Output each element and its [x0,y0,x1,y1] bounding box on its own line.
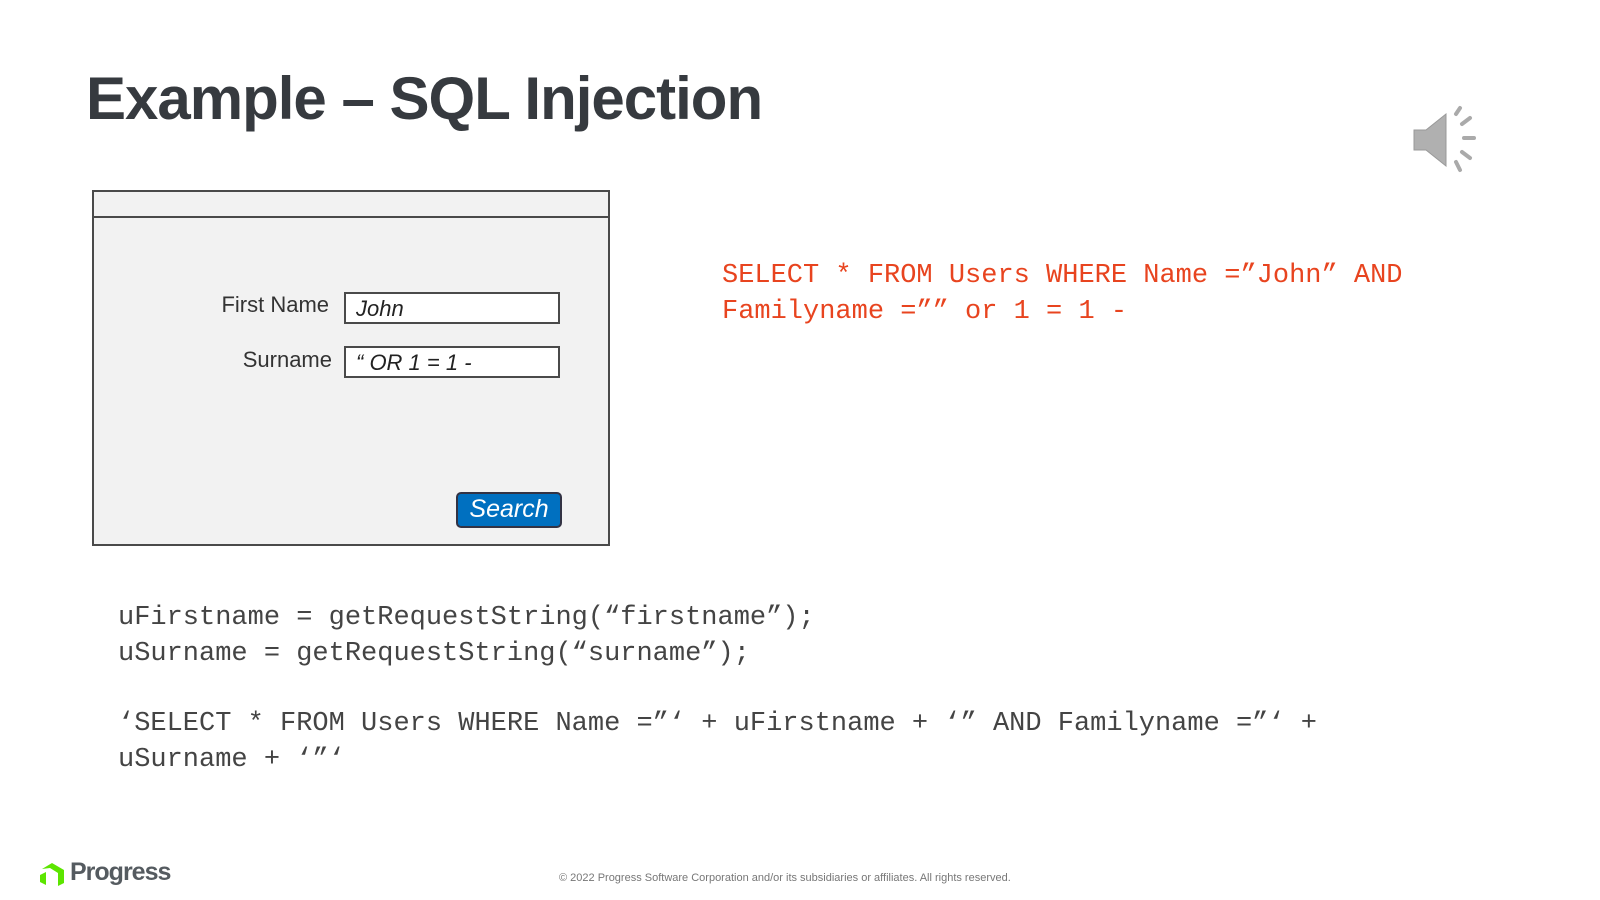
slide-title: Example – SQL Injection [86,65,763,132]
speaker-icon[interactable] [1410,100,1490,180]
resulting-sql-query: SELECT * FROM Users WHERE Name =”John” A… [722,258,1403,330]
first-name-label: First Name [221,292,329,317]
code-line: uSurname = getRequestString(“surname”); [118,639,750,669]
progress-logo: Progress [38,858,171,887]
logo-text: Progress [70,858,171,886]
progress-logo-icon [40,862,64,886]
sql-line: SELECT * FROM Users WHERE Name =”John” A… [722,261,1403,291]
form-title-bar [94,192,608,218]
code-line: uFirstname = getRequestString(“firstname… [118,603,815,633]
login-form-mockup: First Name John Surname “ OR 1 = 1 - Sea… [92,190,610,546]
copyright-text: © 2022 Progress Software Corporation and… [559,872,1011,884]
sql-line: Familyname =”” or 1 = 1 - [722,297,1128,327]
surname-input[interactable]: “ OR 1 = 1 - [344,346,560,378]
code-line: uSurname + ‘”‘ [118,745,345,775]
code-line: ‘SELECT * FROM Users WHERE Name =”‘ + uF… [118,709,1317,739]
surname-label: Surname [242,347,332,372]
search-button[interactable]: Search [456,492,562,528]
first-name-input[interactable]: John [344,292,560,324]
